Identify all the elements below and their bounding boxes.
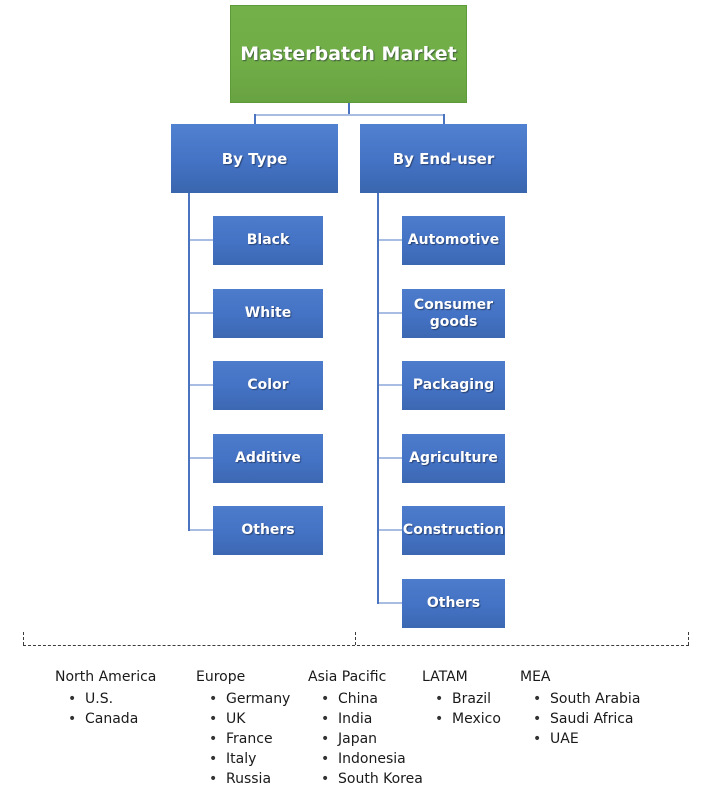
connector-elbow-automotive	[379, 239, 402, 241]
connector-elbow-agriculture	[379, 457, 402, 459]
connector-elbow-white	[190, 312, 213, 314]
leaf-node-color: Color	[213, 361, 323, 410]
connector-elbow-color	[190, 384, 213, 386]
leaf-consumer-goods-label: Consumer goods	[413, 297, 494, 330]
country-item: UAE	[520, 729, 640, 749]
country-item: China	[308, 689, 423, 709]
connector-elbow-packaging	[379, 384, 402, 386]
branch-by-type-label: By Type	[221, 149, 288, 168]
connector-elbow-consumer-goods	[379, 312, 402, 314]
leaf-black-label: Black	[246, 232, 290, 249]
branch-by-enduser-label: By End-user	[392, 149, 495, 168]
leaf-node-consumer-goods: Consumer goods	[402, 289, 505, 338]
region-column-mea: MEA South Arabia Saudi Africa UAE	[520, 667, 640, 749]
leaf-others-type-label: Others	[241, 522, 295, 539]
region-list-north-america: U.S. Canada	[55, 689, 156, 729]
connector-drop-by-type	[254, 114, 256, 124]
country-item: Italy	[196, 749, 290, 769]
region-list-asia-pacific: China India Japan Indonesia South Korea	[308, 689, 423, 789]
country-item: Indonesia	[308, 749, 423, 769]
connector-trunk-by-type	[188, 193, 190, 531]
branch-node-by-type: By Type	[171, 124, 338, 193]
region-bracket-tick-middle	[355, 632, 356, 645]
region-column-north-america: North America U.S. Canada	[55, 667, 156, 729]
connector-top-horizontal	[254, 114, 445, 116]
country-item: India	[308, 709, 423, 729]
region-list-mea: South Arabia Saudi Africa UAE	[520, 689, 640, 749]
leaf-node-additive: Additive	[213, 434, 323, 483]
region-list-europe: Germany UK France Italy Russia	[196, 689, 290, 789]
leaf-others-enduser-label: Others	[426, 595, 481, 612]
leaf-agriculture-label: Agriculture	[409, 450, 498, 467]
leaf-additive-label: Additive	[235, 450, 301, 467]
leaf-node-others-enduser: Others	[402, 579, 505, 628]
region-column-latam: LATAM Brazil Mexico	[422, 667, 501, 729]
leaf-color-label: Color	[247, 377, 289, 394]
leaf-node-black: Black	[213, 216, 323, 265]
leaf-node-white: White	[213, 289, 323, 338]
connector-trunk-by-enduser	[377, 193, 379, 604]
region-list-latam: Brazil Mexico	[422, 689, 501, 729]
country-item: Germany	[196, 689, 290, 709]
connector-elbow-others-type	[190, 529, 213, 531]
root-node-masterbatch-market: Masterbatch Market	[230, 5, 467, 103]
root-node-label: Masterbatch Market	[240, 43, 457, 65]
country-item: U.S.	[55, 689, 156, 709]
country-item: Saudi Africa	[520, 709, 640, 729]
region-header-europe: Europe	[196, 669, 246, 685]
country-item: UK	[196, 709, 290, 729]
region-column-europe: Europe Germany UK France Italy Russia	[196, 667, 290, 789]
leaf-node-automotive: Automotive	[402, 216, 505, 265]
branch-node-by-enduser: By End-user	[360, 124, 527, 193]
leaf-node-construction: Construction	[402, 506, 505, 555]
region-header-asia-pacific: Asia Pacific	[308, 669, 387, 685]
region-header-mea: MEA	[520, 669, 551, 685]
leaf-construction-label: Construction	[402, 522, 505, 539]
region-header-latam: LATAM	[422, 669, 468, 685]
country-item: Canada	[55, 709, 156, 729]
connector-elbow-additive	[190, 457, 213, 459]
connector-elbow-black	[190, 239, 213, 241]
country-item: South Arabia	[520, 689, 640, 709]
country-item: Japan	[308, 729, 423, 749]
leaf-node-packaging: Packaging	[402, 361, 505, 410]
leaf-node-others-type: Others	[213, 506, 323, 555]
leaf-automotive-label: Automotive	[407, 232, 500, 249]
country-item: France	[196, 729, 290, 749]
region-bracket-tick-left	[23, 632, 24, 645]
leaf-white-label: White	[244, 305, 292, 322]
connector-elbow-others-enduser	[379, 602, 402, 604]
country-item: Brazil	[422, 689, 501, 709]
country-item: Russia	[196, 769, 290, 789]
region-bracket-line	[23, 645, 689, 646]
country-item: South Korea	[308, 769, 423, 789]
region-bracket-tick-right	[688, 632, 689, 645]
connector-root-stem	[348, 103, 350, 115]
leaf-node-agriculture: Agriculture	[402, 434, 505, 483]
leaf-packaging-label: Packaging	[412, 377, 495, 394]
country-item: Mexico	[422, 709, 501, 729]
region-header-north-america: North America	[55, 669, 157, 685]
connector-drop-by-enduser	[443, 114, 445, 124]
connector-elbow-construction	[379, 529, 402, 531]
region-column-asia-pacific: Asia Pacific China India Japan Indonesia…	[308, 667, 423, 789]
